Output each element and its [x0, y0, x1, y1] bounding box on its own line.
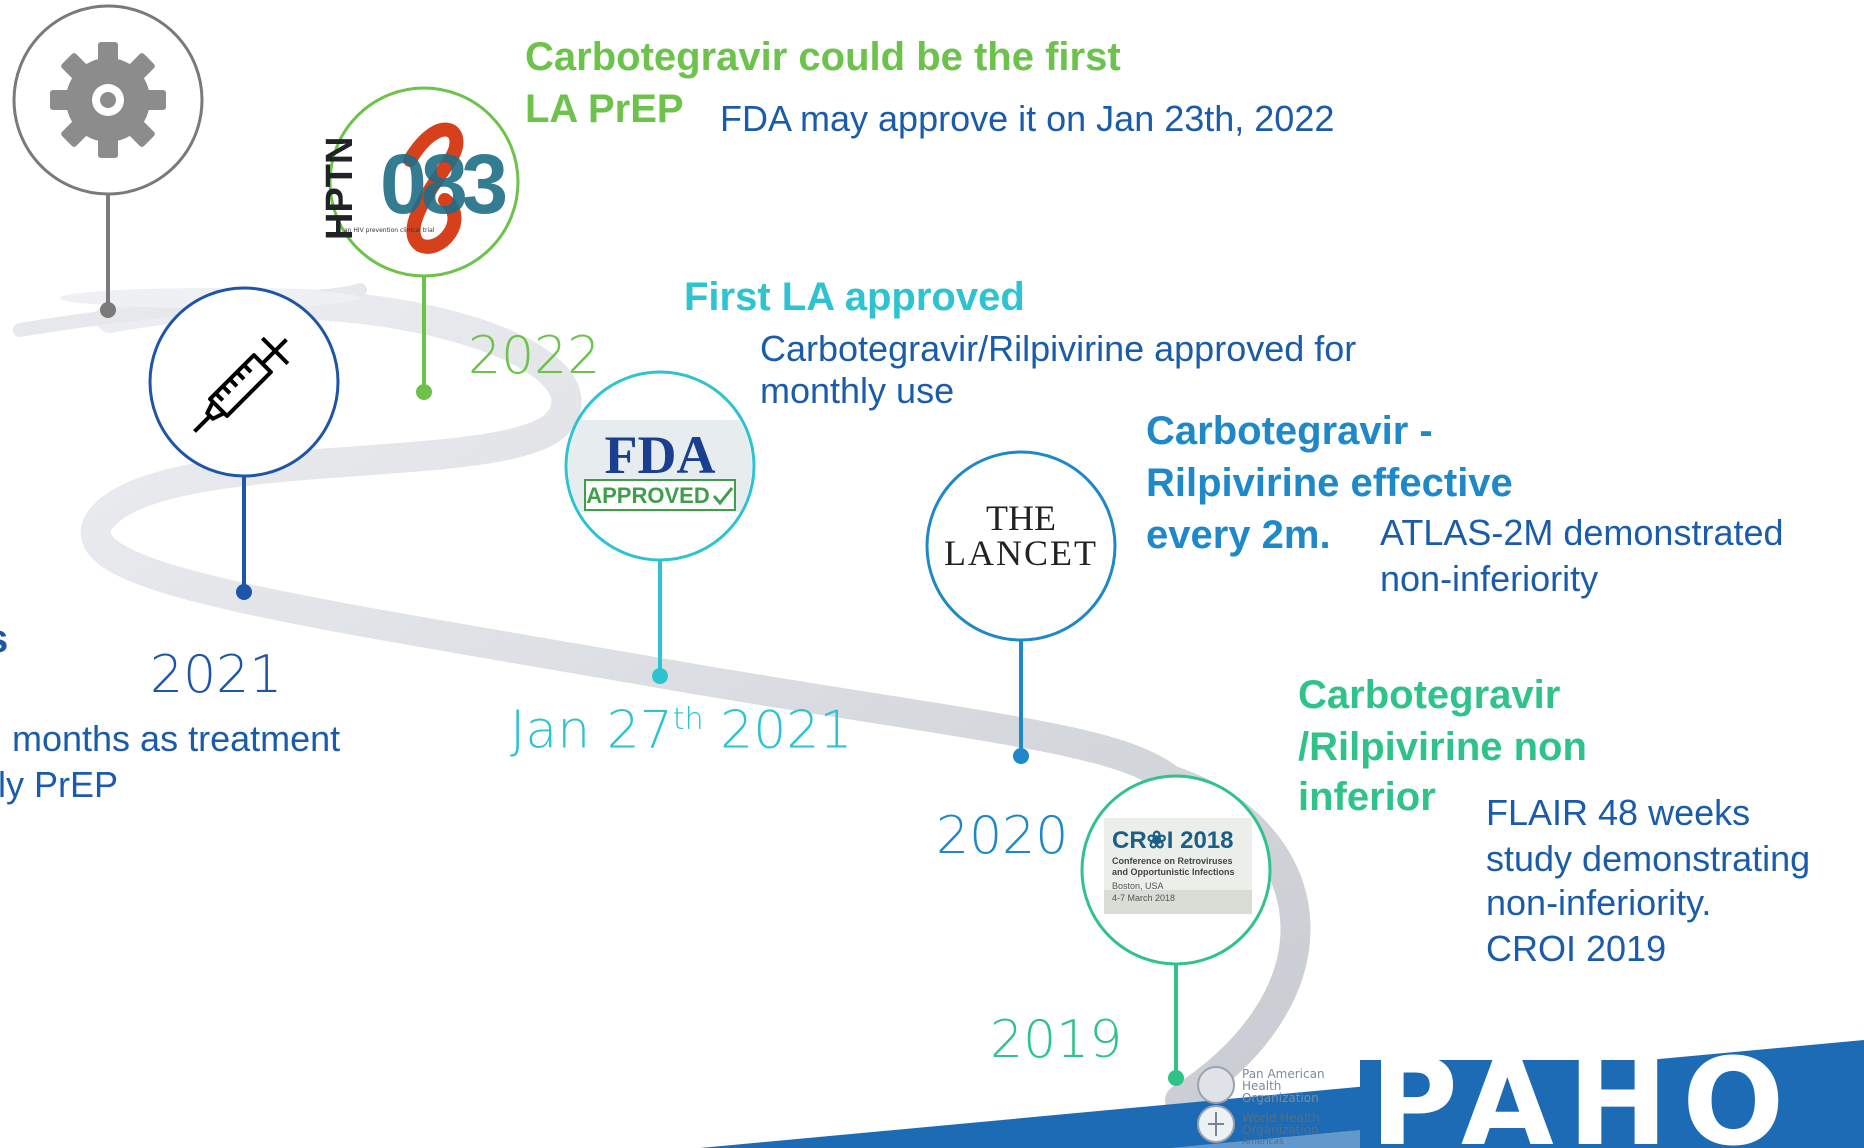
milestone-2022-body: FDA may approve it on Jan 23th, 2022: [720, 98, 1335, 139]
left-heading-fragment: s: [0, 614, 8, 665]
milestone-2021-year: 2021: [150, 645, 283, 705]
lancet-line2: LANCET: [944, 533, 1098, 573]
croi-line3: Boston, USA: [1112, 881, 1164, 891]
croi-logo: CR❀I 2018 Conference on Retroviruses and…: [1104, 818, 1252, 914]
milestone-2020-heading-line2: Rilpivirine effective: [1146, 461, 1513, 505]
milestone-2019-heading-line3: inferior: [1298, 775, 1436, 819]
milestone-jan2021-heading: First LA approved: [684, 275, 1025, 319]
milestone-2019-body-line4: CROI 2019: [1486, 928, 1667, 969]
syringe-dot: [236, 584, 252, 600]
lancet-circle: [925, 450, 1117, 642]
milestone-2022-heading-line1: Carbotegravir could be the first: [525, 35, 1121, 79]
milestone-2019-body-line3: non-inferiority.: [1486, 882, 1712, 923]
fda-subtitle: APPROVED: [586, 483, 709, 508]
paho-brand: PAHO: [1370, 1034, 1799, 1148]
milestone-2020-body-line1: ATLAS-2M demonstrated: [1380, 512, 1784, 553]
milestone-jan2021-body-line1: Carbotegravir/Rilpivirine approved for: [760, 328, 1357, 369]
hptn-circle: [328, 86, 520, 278]
milestone-jan2021-body-line2: monthly use: [760, 370, 955, 411]
croi-line4: 4-7 March 2018: [1112, 893, 1175, 903]
milestone-2020-body-line2: non-inferiority: [1380, 558, 1599, 599]
milestone-jan2021-date: Jan 27th 2021: [510, 700, 853, 761]
gear-icon: [50, 42, 166, 158]
hptn-number: 083: [380, 137, 505, 231]
lancet-dot: [1013, 748, 1029, 764]
milestone-2022-year: 2022: [468, 326, 601, 386]
hptn-dot: [416, 384, 432, 400]
milestone-2019-body-line2: study demonstrating: [1486, 838, 1811, 879]
croi-dot: [1168, 1070, 1184, 1086]
who-org-line2: Organization: [1242, 1123, 1319, 1137]
croi-line2: and Opportunistic Infections: [1112, 867, 1235, 877]
gear-dot: [100, 302, 116, 318]
paho-brand-box: [1360, 1060, 1864, 1148]
hptn-letters: HPTN: [319, 137, 361, 240]
paho-org-line1: Pan American: [1242, 1067, 1325, 1081]
milestone-2020-heading-line1: Carbotegravir -: [1146, 409, 1433, 453]
hptn-tagline: an HIV prevention clinical trial: [344, 227, 435, 234]
paho-emblem: [1197, 1066, 1235, 1104]
milestone-2019-body-line1: FLAIR 48 weeks: [1486, 792, 1751, 833]
milestone-2019-year: 2019: [990, 1010, 1123, 1070]
milestone-2022-heading-line2: LA PrEP: [525, 87, 684, 131]
syringe-icon: [193, 336, 290, 433]
milestone-2019-heading-line2: /Rilpivirine non: [1298, 725, 1587, 769]
milestone-2021-line2: ly PrEP: [0, 764, 119, 805]
milestone-2019-heading-line1: Carbotegravir: [1298, 673, 1561, 717]
who-org-region: Americas: [1242, 1137, 1284, 1147]
paho-org-line3: Organization: [1242, 1091, 1319, 1105]
syringe-circle: [148, 286, 340, 478]
fda-dot: [652, 668, 668, 684]
fda-logo: FDA APPROVED: [568, 420, 752, 512]
milestone-2021-line1: months as treatment: [12, 718, 341, 759]
milestone-2020-heading-line3: every 2m.: [1146, 513, 1331, 557]
milestone-2020-year: 2020: [936, 806, 1069, 866]
lancet-line1: THE: [986, 498, 1056, 538]
who-org-line1: World Health: [1242, 1111, 1320, 1125]
croi-line1: Conference on Retroviruses: [1112, 856, 1233, 866]
fda-title: FDA: [605, 425, 716, 485]
paho-org-line2: Health: [1242, 1079, 1282, 1093]
hptn-logo: HPTN 083 an HIV prevention clinical tria…: [319, 122, 511, 254]
croi-title: CR❀I 2018: [1112, 827, 1234, 854]
